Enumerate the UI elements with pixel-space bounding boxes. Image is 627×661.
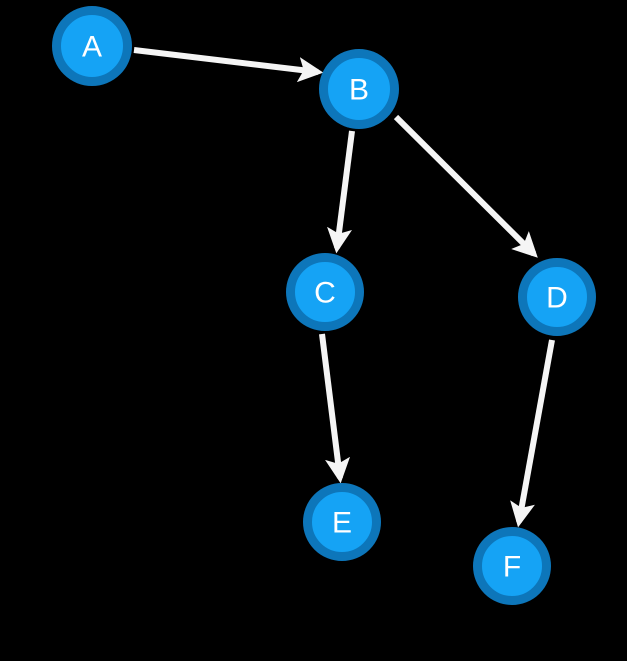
graph-node-d[interactable]: D <box>518 258 596 336</box>
node-circle-a <box>52 6 132 86</box>
node-circle-d <box>518 258 596 336</box>
node-circle-c <box>286 253 364 331</box>
graph-node-e[interactable]: E <box>303 483 381 561</box>
node-circle-f <box>473 527 551 605</box>
graph-edge-a-b[interactable] <box>133 47 324 83</box>
node-label-b: B <box>349 74 369 107</box>
graph-edge-c-e[interactable] <box>319 333 351 484</box>
node-label-e: E <box>332 507 352 540</box>
nodes-layer: A B C D E F <box>52 6 596 605</box>
graph-node-a[interactable]: A <box>52 6 132 86</box>
node-label-d: D <box>546 282 568 315</box>
edges-layer <box>133 47 555 528</box>
node-label-a: A <box>82 31 102 64</box>
node-circle-e <box>303 483 381 561</box>
node-label-c: C <box>314 277 336 310</box>
graph-edge-b-c[interactable] <box>327 130 355 254</box>
graph-edge-d-f[interactable] <box>510 339 555 528</box>
graph-node-c[interactable]: C <box>286 253 364 331</box>
node-circle-b <box>319 49 399 129</box>
graph-edge-b-d[interactable] <box>393 114 538 258</box>
graph-node-b[interactable]: B <box>319 49 399 129</box>
graph-node-f[interactable]: F <box>473 527 551 605</box>
node-label-f: F <box>503 551 521 584</box>
